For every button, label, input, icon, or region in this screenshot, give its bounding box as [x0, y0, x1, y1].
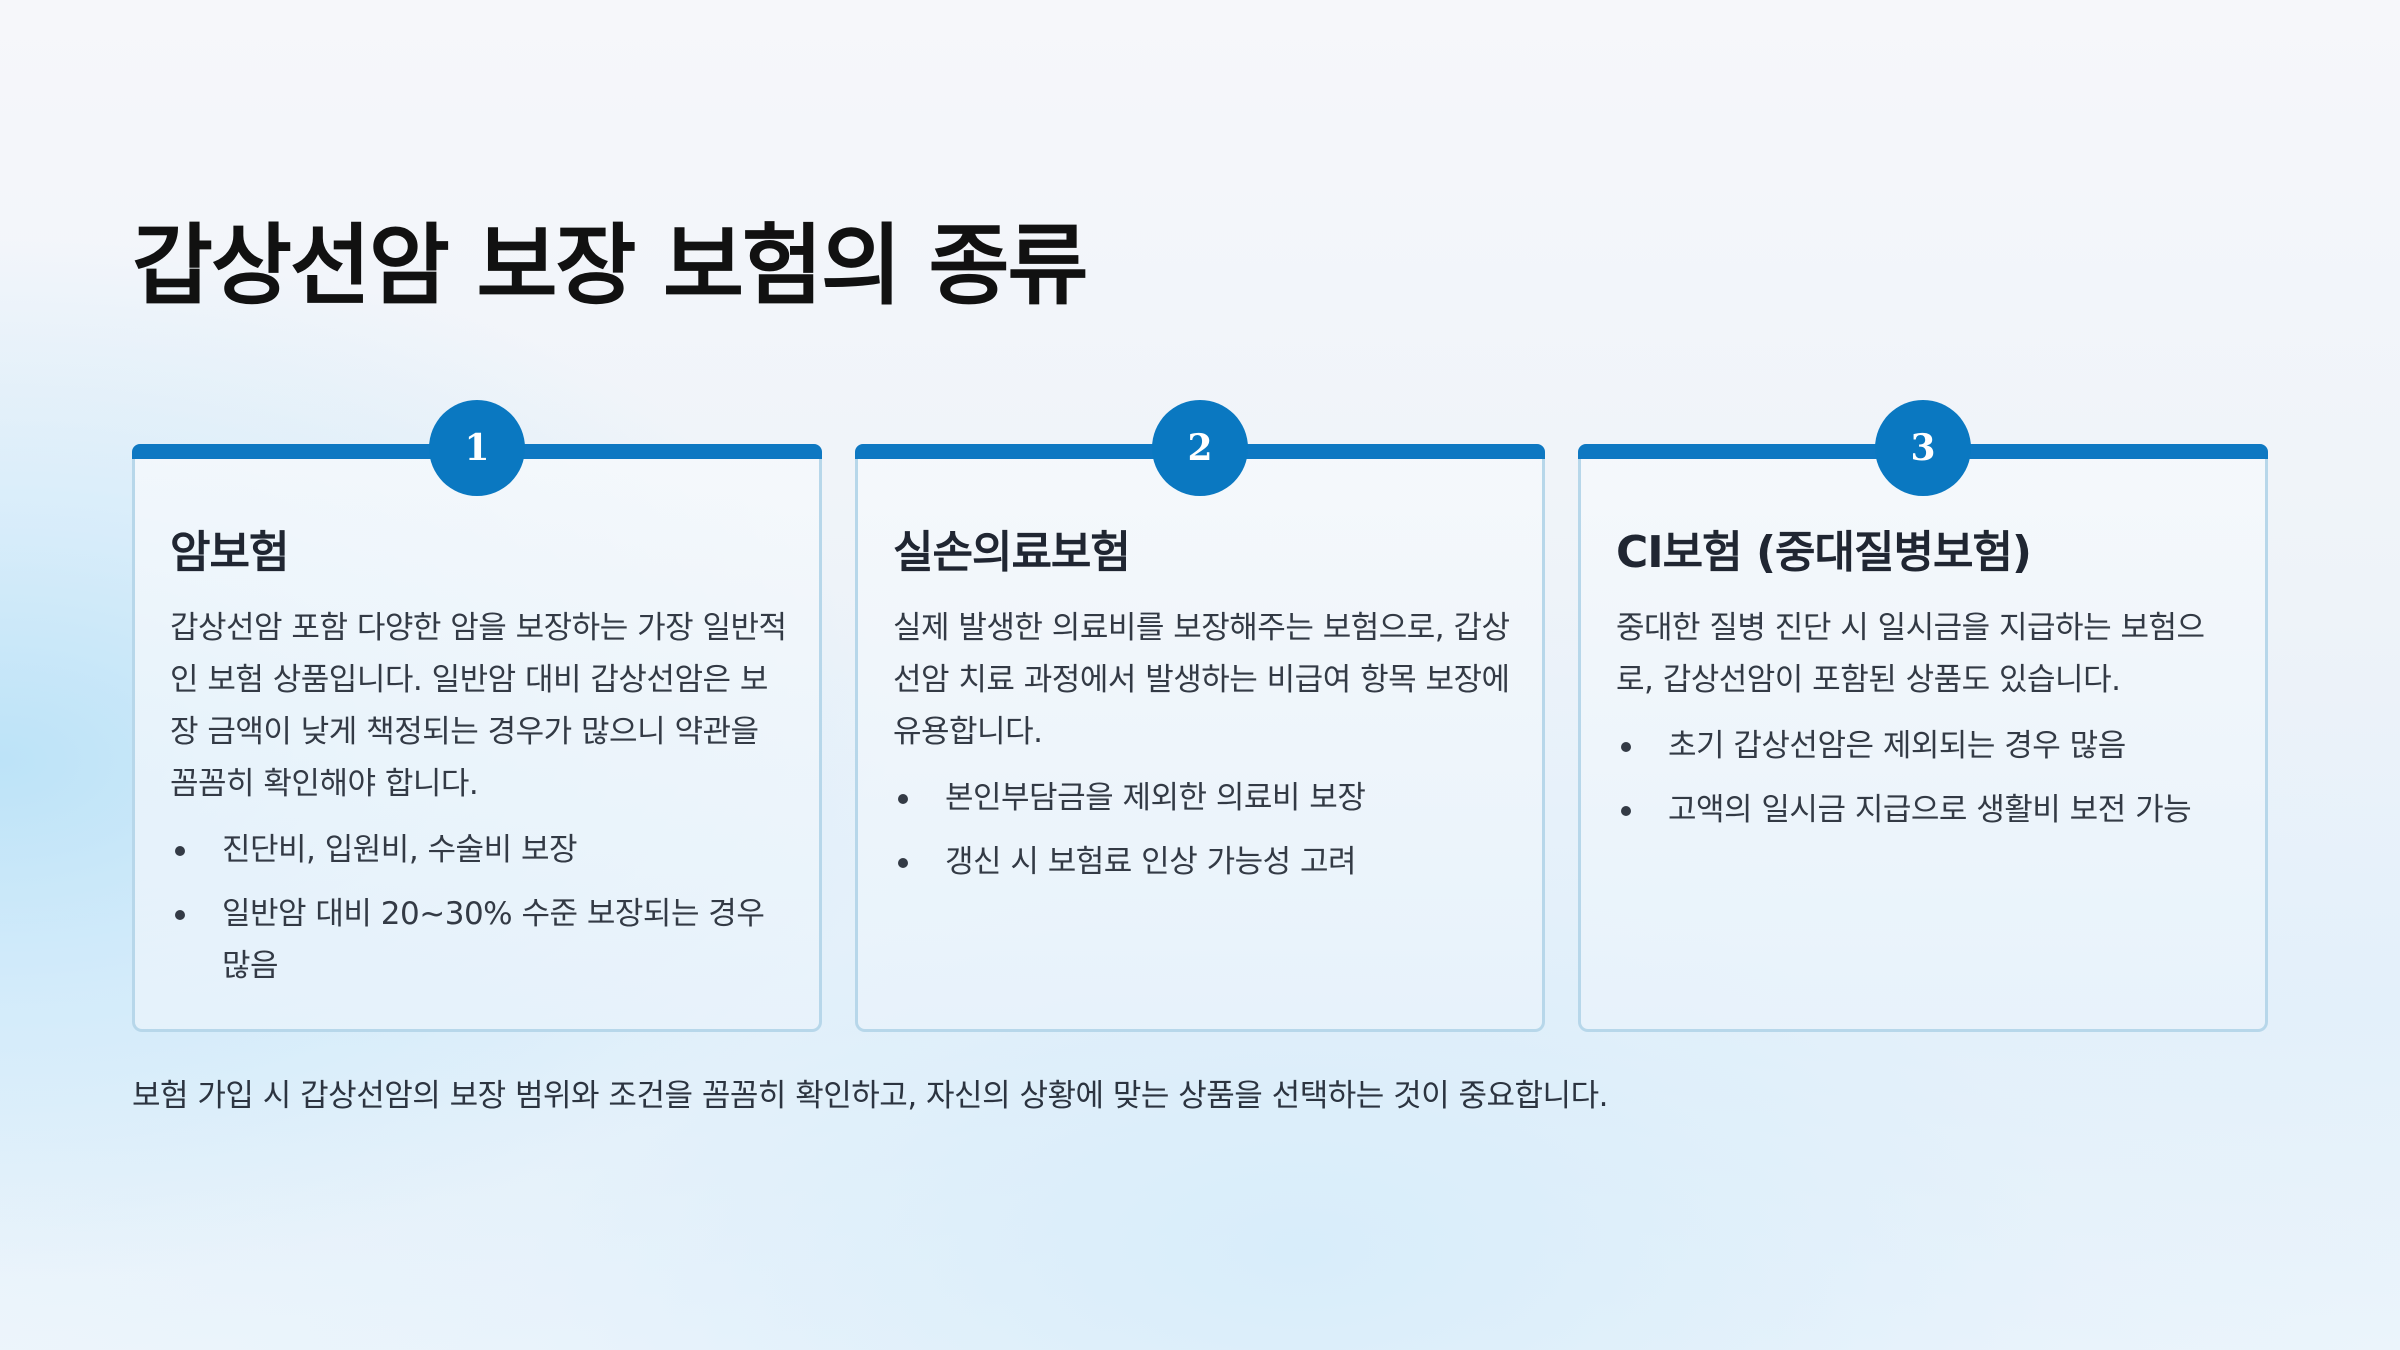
list-item: 고액의 일시금 지급으로 생활비 보전 가능 [1616, 784, 2236, 836]
bullet-dot-icon [1621, 742, 1631, 752]
bullet-dot-icon [175, 910, 185, 920]
card-number-badge: 3 [1875, 400, 1971, 496]
footer-note: 보험 가입 시 갑상선암의 보장 범위와 조건을 꼼꼼히 확인하고, 자신의 상… [132, 1078, 1608, 1114]
card-title: 실손의료보험 [893, 527, 1131, 578]
card-number-badge: 2 [1152, 400, 1248, 496]
card-description: 실제 발생한 의료비를 보장해주는 보험으로, 갑상선암 치료 과정에서 발생하… [893, 610, 1510, 750]
list-item-text: 본인부담금을 제외한 의료비 보장 [945, 780, 1366, 816]
card-ci-insurance: 3 CI보험 (중대질병보험) 중대한 질병 진단 시 일시금을 지급하는 보험… [1578, 400, 2268, 1032]
card-number-badge: 1 [429, 400, 525, 496]
card-cancer-insurance: 1 암보험 갑상선암 포함 다양한 암을 보장하는 가장 일반적인 보험 상품입… [132, 400, 822, 1032]
list-item: 일반암 대비 20~30% 수준 보장되는 경우 많음 [170, 888, 790, 992]
list-item: 본인부담금을 제외한 의료비 보장 [893, 772, 1513, 824]
bullet-dot-icon [898, 794, 908, 804]
list-item-text: 고액의 일시금 지급으로 생활비 보전 가능 [1668, 792, 2192, 828]
page-title: 갑상선암 보장 보험의 종류 [132, 214, 1088, 317]
card-bullet-list: 본인부담금을 제외한 의료비 보장 갱신 시 보험료 인상 가능성 고려 [893, 772, 1513, 900]
bullet-dot-icon [1621, 806, 1631, 816]
card-title: 암보험 [170, 527, 289, 578]
card-bullet-list: 진단비, 입원비, 수술비 보장 일반암 대비 20~30% 수준 보장되는 경… [170, 824, 790, 1004]
list-item: 진단비, 입원비, 수술비 보장 [170, 824, 790, 876]
card-description: 갑상선암 포함 다양한 암을 보장하는 가장 일반적인 보험 상품입니다. 일반… [170, 610, 787, 802]
card-title: CI보험 (중대질병보험) [1616, 527, 2032, 578]
bullet-dot-icon [898, 858, 908, 868]
list-item: 초기 갑상선암은 제외되는 경우 많음 [1616, 720, 2236, 772]
list-item-text: 갱신 시 보험료 인상 가능성 고려 [945, 844, 1357, 880]
card-description: 중대한 질병 진단 시 일시금을 지급하는 보험으로, 갑상선암이 포함된 상품… [1616, 610, 2205, 698]
bullet-dot-icon [175, 846, 185, 856]
list-item: 갱신 시 보험료 인상 가능성 고려 [893, 836, 1513, 888]
list-item-text: 초기 갑상선암은 제외되는 경우 많음 [1668, 728, 2126, 764]
card-indemnity-insurance: 2 실손의료보험 실제 발생한 의료비를 보장해주는 보험으로, 갑상선암 치료… [855, 400, 1545, 1032]
list-item-text: 진단비, 입원비, 수술비 보장 [222, 832, 578, 868]
card-bullet-list: 초기 갑상선암은 제외되는 경우 많음 고액의 일시금 지급으로 생활비 보전 … [1616, 720, 2236, 848]
list-item-text: 일반암 대비 20~30% 수준 보장되는 경우 많음 [222, 896, 765, 984]
